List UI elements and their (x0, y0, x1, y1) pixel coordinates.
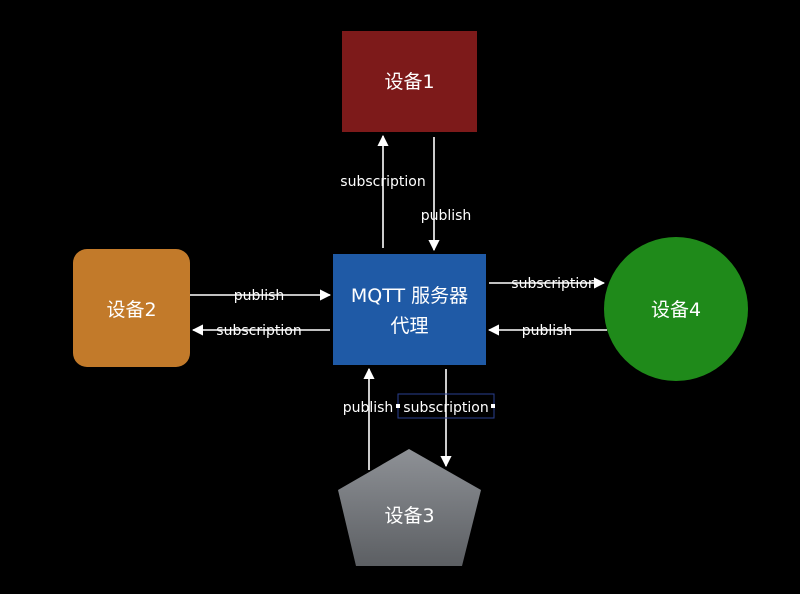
edge-device2-to-broker: publish (190, 288, 332, 304)
edge-label-broker-to-device1: subscription (340, 174, 425, 190)
edge-label-device1-to-broker: publish (421, 208, 472, 224)
edge-broker-to-device1: subscription (340, 134, 426, 248)
selection-handle-right[interactable] (491, 404, 495, 408)
selection-handle-left[interactable] (396, 404, 400, 408)
device3-label: 设备3 (384, 505, 434, 527)
device3-pentagon (338, 449, 481, 566)
broker-label-line1: MQTT 服务器 (351, 285, 468, 307)
edge-device1-to-broker: publish (421, 137, 472, 252)
edge-label-broker-to-device3[interactable]: subscription (403, 400, 488, 416)
device4-node: 设备4 (604, 237, 748, 381)
device2-box (73, 249, 190, 367)
device2-node: 设备2 (73, 249, 190, 367)
broker-box (333, 254, 486, 365)
edge-label-device3-to-broker: publish (343, 400, 394, 416)
edge-device4-to-broker: publish (487, 323, 607, 339)
broker-node: MQTT 服务器 代理 (333, 254, 486, 365)
edge-broker-to-device3: subscription (396, 369, 495, 468)
edge-device3-to-broker: publish (343, 367, 394, 470)
device1-label: 设备1 (384, 71, 434, 93)
device1-box (342, 31, 477, 132)
edge-label-broker-to-device4: subscription (511, 276, 596, 292)
edge-label-broker-to-device2: subscription (216, 323, 301, 339)
device4-label: 设备4 (651, 299, 701, 321)
edge-broker-to-device4: subscription (489, 276, 606, 292)
edge-broker-to-device2: subscription (191, 323, 330, 339)
device1-node: 设备1 (342, 31, 477, 132)
device4-circle (604, 237, 748, 381)
device2-label: 设备2 (106, 299, 156, 321)
edge-label-device2-to-broker: publish (234, 288, 285, 304)
device3-node: 设备3 (338, 449, 481, 566)
broker-label-line2: 代理 (390, 315, 428, 337)
edge-label-device4-to-broker: publish (522, 323, 573, 339)
